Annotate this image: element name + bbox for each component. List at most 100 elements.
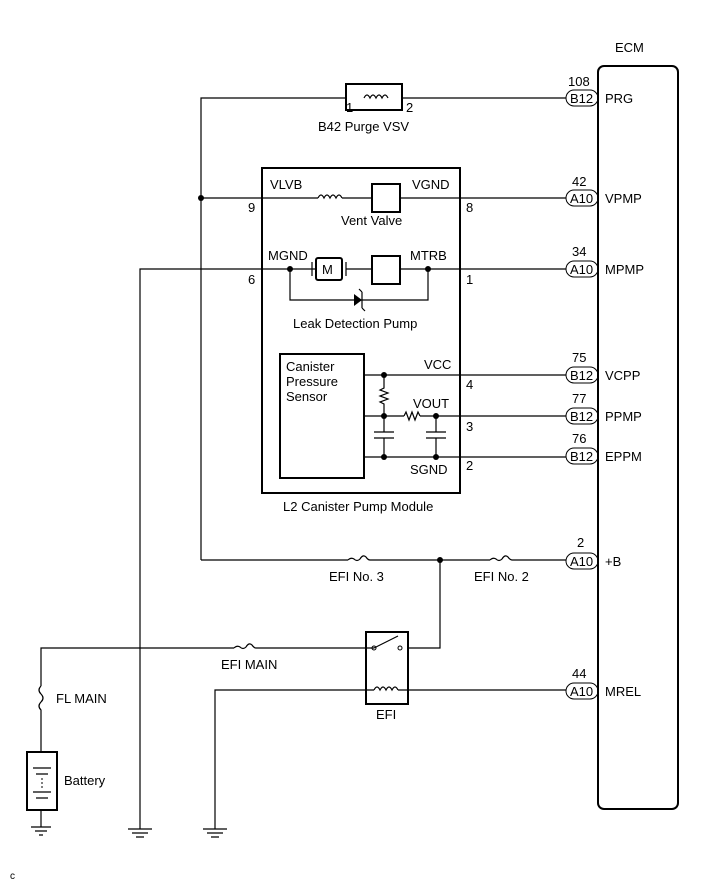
pin-number: 75 xyxy=(572,350,586,365)
pin-name: VPMP xyxy=(605,191,642,206)
junction-dot xyxy=(381,454,387,460)
vout-resistor-icon xyxy=(403,410,421,422)
ecm-pin-vpmp: 42 A10 VPMP xyxy=(565,174,642,207)
pin-name: PPMP xyxy=(605,409,642,424)
vlvb-label: VLVB xyxy=(270,177,302,192)
pin-name: +B xyxy=(605,554,621,569)
fuse-efi-main-label: EFI MAIN xyxy=(221,657,277,672)
relay-switch-icon xyxy=(373,635,399,649)
fl-main-fuse-icon xyxy=(38,685,44,752)
pin-number: 2 xyxy=(577,535,584,550)
vout-label: VOUT xyxy=(413,396,449,411)
relay-coil-icon xyxy=(373,686,399,692)
connector-id: B12 xyxy=(570,91,593,106)
relay-label: EFI xyxy=(376,707,396,722)
fuse-efi2-label: EFI No. 2 xyxy=(474,569,529,584)
sensor-label-1: Canister xyxy=(286,359,335,374)
connector-id: A10 xyxy=(570,554,593,569)
ecm-box xyxy=(597,65,679,810)
capacitor-icon xyxy=(374,416,394,457)
vsv-label: B42 Purge VSV xyxy=(318,119,409,134)
sensor-label-2: Pressure xyxy=(286,374,338,389)
vgnd-label: VGND xyxy=(412,177,450,192)
connector-tag xyxy=(565,682,599,700)
fuse-efi2-icon xyxy=(489,555,513,562)
fuse-efi3-icon xyxy=(347,555,371,562)
pin-name: MREL xyxy=(605,684,641,699)
ecm-pin-eppm: 76 B12 EPPM xyxy=(565,431,642,465)
pin-name: VCPP xyxy=(605,368,640,383)
connector-id: A10 xyxy=(570,262,593,277)
mtrb-label: MTRB xyxy=(410,248,447,263)
diode-icon xyxy=(354,294,362,306)
connector-tag xyxy=(565,552,599,570)
sensor-label-3: Sensor xyxy=(286,389,328,404)
module-pin-6: 6 xyxy=(248,272,255,287)
module-label: L2 Canister Pump Module xyxy=(283,499,433,514)
fuse-efi3-label: EFI No. 3 xyxy=(329,569,384,584)
ecm-pin-mrel: 44 A10 MREL xyxy=(565,666,641,700)
wire-relay-out xyxy=(408,560,441,649)
vent-valve-box xyxy=(371,183,401,213)
capacitor-icon xyxy=(426,416,446,457)
ecm-pin-mpmp: 34 A10 MPMP xyxy=(565,244,644,278)
connector-tag xyxy=(565,447,599,465)
vsv-pin1: 1 xyxy=(346,100,353,115)
pullup-resistor-icon xyxy=(378,375,390,416)
battery-cells-icon xyxy=(33,767,51,799)
module-pin-9: 9 xyxy=(248,200,255,215)
pin-number: 77 xyxy=(572,391,586,406)
pin-number: 42 xyxy=(572,174,586,189)
ground-icon xyxy=(128,828,152,838)
corner-mark: c xyxy=(10,871,15,882)
ecm-pin-prg: 108 B12 PRG xyxy=(565,74,633,107)
pump-module-box xyxy=(261,167,461,494)
module-pin-3: 3 xyxy=(466,419,473,434)
wire-efi-main-left xyxy=(40,647,234,686)
pin-number: 108 xyxy=(568,74,590,89)
fl-main-label: FL MAIN xyxy=(56,691,107,706)
battery-box xyxy=(26,751,58,811)
pump-box xyxy=(371,255,401,285)
battery-label: Battery xyxy=(64,773,106,788)
switch-contact xyxy=(397,645,403,651)
vent-valve-label: Vent Valve xyxy=(341,213,402,228)
module-pin-8: 8 xyxy=(466,200,473,215)
connector-id: A10 xyxy=(570,684,593,699)
connector-id: B12 xyxy=(570,368,593,383)
coil-icon xyxy=(363,94,389,100)
module-pin-2: 2 xyxy=(466,458,473,473)
pump-label: Leak Detection Pump xyxy=(293,316,417,331)
ecm-title: ECM xyxy=(615,40,644,55)
pump-motor-box xyxy=(315,257,343,281)
ground-icon xyxy=(203,828,227,838)
pin-name: EPPM xyxy=(605,449,642,464)
module-pin-4: 4 xyxy=(466,377,473,392)
vsv-pin2: 2 xyxy=(406,100,413,115)
fuse-efi-main-icon xyxy=(233,643,257,650)
motor-icon: M xyxy=(322,262,333,277)
wire-diode-loop xyxy=(289,269,429,301)
vcc-label: VCC xyxy=(424,357,451,372)
wire-relay-ground xyxy=(214,689,374,829)
vent-coil-icon xyxy=(317,194,343,200)
pin-name: MPMP xyxy=(605,262,644,277)
pin-number: 34 xyxy=(572,244,586,259)
sgnd-label: SGND xyxy=(410,462,448,477)
efi-relay-box xyxy=(365,631,409,705)
zener-bar xyxy=(358,288,366,312)
connector-id: B12 xyxy=(570,449,593,464)
purge-vsv: 1 2 B42 Purge VSV xyxy=(318,83,413,134)
mgnd-label: MGND xyxy=(268,248,308,263)
pin-name: PRG xyxy=(605,91,633,106)
connector-id: B12 xyxy=(570,409,593,424)
wire-mgnd xyxy=(139,268,316,829)
junction-dot xyxy=(433,454,439,460)
ecm-pin-plus-b: 2 A10 +B xyxy=(565,535,621,570)
ground-icon xyxy=(31,826,51,836)
vsv-box xyxy=(345,83,403,111)
wire-vsv-feed xyxy=(200,97,346,560)
ecm-pin-ppmp: 77 B12 PPMP xyxy=(565,391,642,425)
module-pin-1: 1 xyxy=(466,272,473,287)
